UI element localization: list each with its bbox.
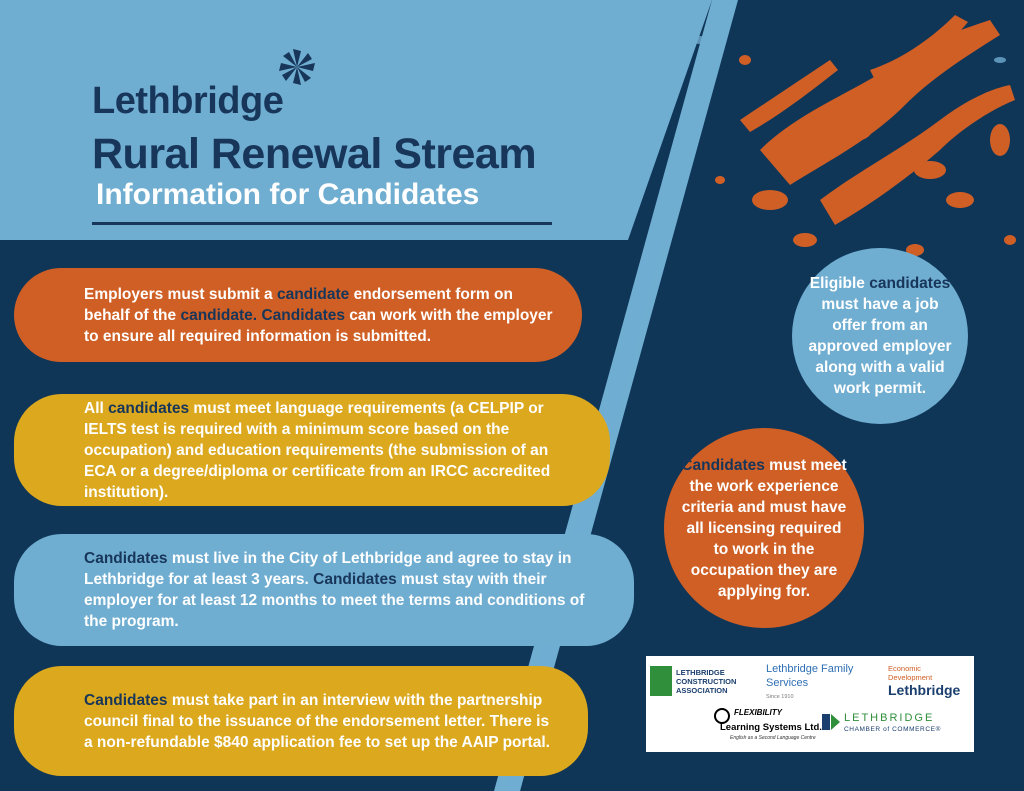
title-line-2: Rural Renewal Stream <box>92 130 537 178</box>
text-segment: Eligible <box>809 275 870 292</box>
circle-text: Eligible candidates must have a job offe… <box>806 273 954 399</box>
family-logo-line2: Services <box>766 677 809 689</box>
pill-text: All candidates must meet language requir… <box>84 398 582 503</box>
family-logo-line1: Lethbridge Family <box>766 663 854 675</box>
pill-text: Candidates must live in the City of Leth… <box>84 548 606 632</box>
econ-logo-main: Lethbridge <box>888 682 961 698</box>
info-pill-residence: Candidates must live in the City of Leth… <box>14 534 634 646</box>
info-circle-experience: Candidates must meet the work experience… <box>664 428 864 628</box>
econ-logo-top2: Development <box>888 673 933 682</box>
flex-logo-main: Learning Systems Ltd. <box>720 722 822 733</box>
flex-logo-top: FLEXIBILITY <box>734 708 782 717</box>
text-segment: can work with the employer to ensure all… <box>84 306 553 345</box>
candidate-keyword: candidates <box>108 399 190 417</box>
text-segment: must take part in an interview with the … <box>84 691 550 751</box>
construction-association-logo: LETHBRIDGE CONSTRUCTION ASSOCIATION <box>650 666 746 700</box>
candidate-keyword: Candidates <box>84 691 168 709</box>
text-segment: must meet language requirements (a CELPI… <box>84 399 551 501</box>
info-circle-eligibility: Eligible candidates must have a job offe… <box>792 248 968 424</box>
text-segment: must stay with their employer for at lea… <box>84 571 585 630</box>
candidate-keyword: Candidates <box>84 550 168 567</box>
info-pill-interview: Candidates must take part in an intervie… <box>14 666 588 776</box>
paint-splatter <box>715 15 1016 264</box>
circle-text: Candidates must meet the work experience… <box>678 455 850 602</box>
candidate-keyword: Candidates <box>681 456 765 474</box>
candidate-keyword: Candidates <box>313 571 397 588</box>
info-pill-employers: Employers must submit a candidate endors… <box>14 268 582 362</box>
family-services-logo: Lethbridge Family Services Since 1910 <box>766 662 866 702</box>
info-pill-language: All candidates must meet language requir… <box>14 394 610 506</box>
partner-logos: LETHBRIDGE CONSTRUCTION ASSOCIATION Leth… <box>646 656 974 752</box>
title-underline <box>92 222 552 225</box>
candidate-keyword: candidates <box>869 275 951 292</box>
construction-mark-icon <box>650 666 672 696</box>
pinwheel-icon <box>279 49 315 85</box>
chamber-mark-icon <box>822 714 840 730</box>
construction-logo-text: LETHBRIDGE CONSTRUCTION ASSOCIATION <box>676 668 737 695</box>
economic-development-logo: Economic Development Lethbridge <box>888 664 972 704</box>
flexibility-badge-icon <box>714 708 730 724</box>
chamber-of-commerce-logo: LETHBRIDGE CHAMBER of COMMERCE® <box>822 712 972 742</box>
econ-logo-top1: Economic <box>888 664 921 673</box>
chamber-logo-sub: CHAMBER of COMMERCE® <box>844 726 941 733</box>
title-line-1: Lethbridge <box>92 80 284 122</box>
candidate-keyword: candidate. <box>180 306 258 324</box>
text-segment: endorsement form on behalf of the <box>84 285 513 324</box>
subtitle: Information for Candidates <box>96 178 480 211</box>
text-segment: Employers must submit a <box>84 285 277 303</box>
text-segment: must live in the City of Lethbridge and … <box>84 550 572 588</box>
candidate-keyword: candidate <box>276 285 350 303</box>
family-logo-since: Since 1910 <box>766 694 794 700</box>
text-segment: must have a job offer from an approved e… <box>808 296 952 397</box>
text-segment: must meet the work experience criteria a… <box>681 456 847 600</box>
pill-text: Employers must submit a candidate endors… <box>84 284 554 347</box>
pill-text: Candidates must take part in an intervie… <box>84 690 560 753</box>
chamber-logo-main: LETHBRIDGE <box>844 712 935 724</box>
candidate-keyword: Candidates <box>261 306 345 324</box>
flexibility-learning-logo: FLEXIBILITY Learning Systems Ltd. Englis… <box>714 708 824 746</box>
text-segment: All <box>84 399 109 417</box>
flex-logo-sub: English as a Second Language Centre <box>730 735 816 741</box>
